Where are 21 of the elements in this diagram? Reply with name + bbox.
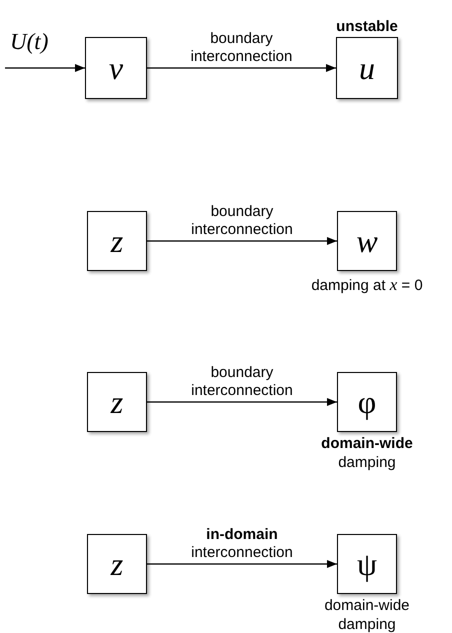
arrow (147, 64, 336, 72)
block-caption: damping at x = 0 (310, 274, 424, 296)
block-box (87, 372, 147, 432)
arrow (147, 560, 337, 568)
arrow (5, 64, 85, 72)
block-heading: unstable (336, 18, 398, 35)
block-symbol: ψ (356, 546, 378, 582)
block-box (87, 211, 147, 271)
block-symbol: z (110, 546, 124, 582)
block-symbol: φ (358, 384, 376, 420)
block-symbol: v (108, 50, 124, 86)
block-caption: domain-wide damping (323, 597, 411, 633)
block-box (87, 534, 147, 594)
block-symbol: w (356, 222, 378, 260)
arrow (147, 237, 337, 245)
block-symbol: u (359, 50, 375, 86)
block-caption: domain-wide damping (320, 435, 414, 472)
arrow (147, 398, 337, 406)
block-box (85, 37, 147, 99)
block-symbol: z (110, 384, 124, 420)
block-symbol: z (110, 222, 124, 260)
